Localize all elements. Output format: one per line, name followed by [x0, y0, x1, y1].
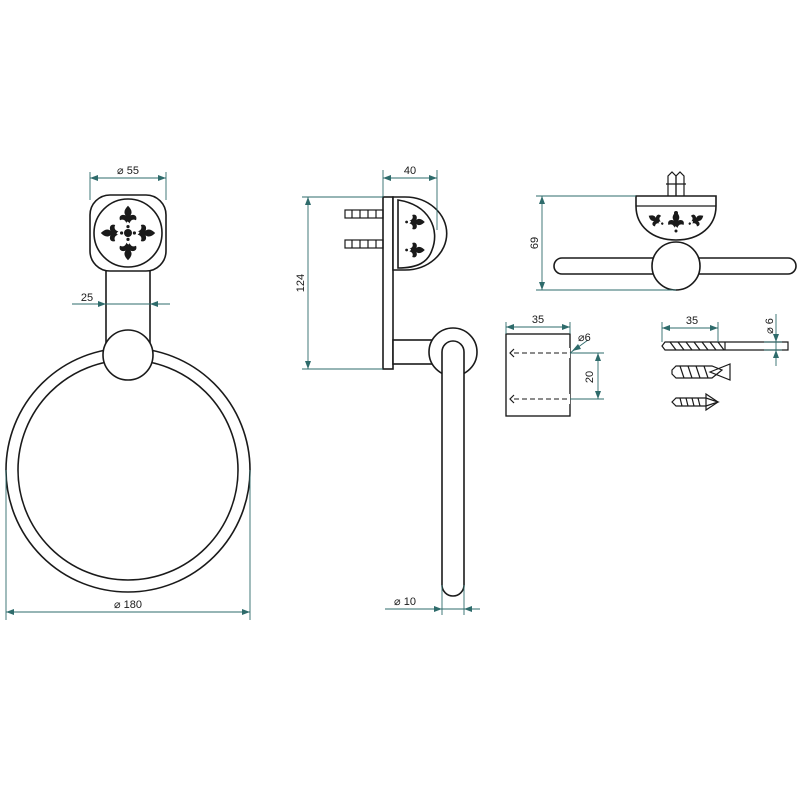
side-backplate — [382, 196, 394, 370]
hole-spacing-label: 20 — [584, 371, 596, 383]
top-height-label: 69 — [529, 237, 541, 249]
height-label: 124 — [295, 274, 307, 292]
dim-ring-diameter: ⌀ 180 — [5, 470, 251, 620]
dim-rod-diameter: ⌀ 10 — [385, 585, 480, 615]
rosette-ornament-icon — [100, 205, 156, 261]
arm-width-label: 25 — [81, 292, 93, 304]
dim-depth: 40 — [382, 165, 438, 230]
drill-bit-icon — [661, 341, 789, 351]
top-ornament-icon — [645, 210, 707, 233]
screw-icon — [671, 392, 720, 412]
front-view: ⌀ 55 25 ⌀ 180 — [5, 165, 251, 620]
ring-diameter-label: ⌀ 180 — [114, 599, 142, 611]
side-view: 40 124 ⌀ 10 — [295, 165, 480, 615]
dim-hole-diameter: ⌀6 — [569, 332, 591, 354]
hardware: 35 ⌀ 6 — [661, 314, 789, 412]
dim-drill-diameter: ⌀ 6 — [764, 314, 782, 366]
depth-label: 40 — [404, 165, 416, 177]
hub-knob — [102, 329, 154, 381]
side-ring-rod — [441, 340, 465, 597]
rosette-diameter-label: ⌀ 55 — [117, 165, 139, 177]
drill-length-label: 35 — [686, 315, 698, 327]
dim-arm-width: 25 — [72, 292, 170, 307]
top-view: 69 — [529, 171, 797, 291]
rod-diameter-label: ⌀ 10 — [394, 596, 416, 608]
towel-ring-inner — [17, 359, 239, 581]
wall-screw-bottom-icon — [344, 239, 384, 249]
hole-diameter-label: ⌀6 — [578, 332, 591, 344]
drill-diameter-label: ⌀ 6 — [764, 318, 776, 334]
dim-height: 124 — [295, 196, 383, 370]
top-hub — [651, 241, 701, 291]
drill-template: 35 ⌀6 20 — [505, 314, 604, 417]
dim-hole-spacing: 20 — [570, 352, 604, 400]
top-screw-icon — [666, 171, 686, 196]
dim-drill-length: 35 — [661, 315, 719, 342]
dim-top-height: 69 — [529, 195, 676, 291]
wall-screw-top-icon — [344, 209, 384, 219]
dim-rosette-diameter: ⌀ 55 — [89, 165, 167, 200]
block-width-label: 35 — [532, 314, 544, 326]
wall-plug-icon — [671, 363, 731, 381]
dim-block-width: 35 — [505, 314, 571, 334]
